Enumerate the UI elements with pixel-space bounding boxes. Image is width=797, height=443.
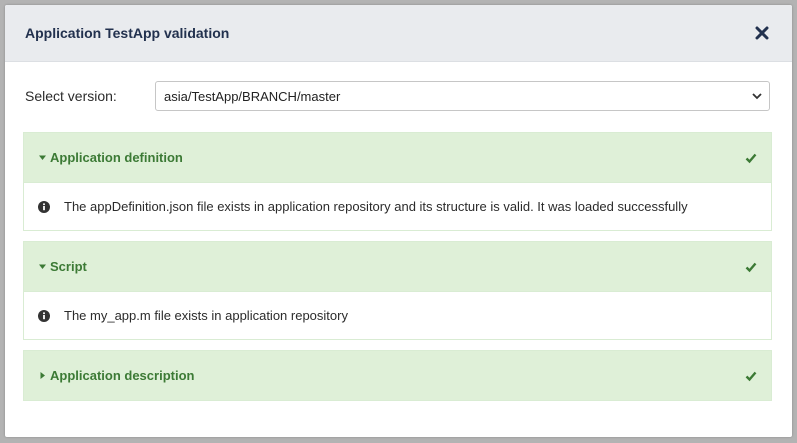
section-message: The my_app.m file exists in application … <box>64 308 348 323</box>
info-icon <box>38 309 50 322</box>
version-row: Select version: asia/TestApp/BRANCH/mast… <box>25 81 772 111</box>
dialog-title: Application TestApp validation <box>25 25 230 41</box>
section-title: Application description <box>50 368 195 383</box>
section-body: The my_app.m file exists in application … <box>24 291 771 339</box>
section-application-description: Application description <box>23 350 772 401</box>
close-icon <box>755 26 769 40</box>
version-label: Select version: <box>25 88 117 104</box>
section-title: Script <box>50 259 87 274</box>
section-script: Script The my_app.m file exists in appli… <box>23 241 772 340</box>
close-button[interactable] <box>752 23 772 43</box>
version-select[interactable]: asia/TestApp/BRANCH/master <box>155 81 770 111</box>
check-icon <box>745 371 757 381</box>
check-icon <box>745 153 757 163</box>
section-header-script[interactable]: Script <box>24 242 771 291</box>
dialog-header: Application TestApp validation <box>5 5 792 62</box>
chevron-down-icon <box>752 93 762 100</box>
section-header-application-definition[interactable]: Application definition <box>24 133 771 182</box>
caret-down-icon <box>39 155 46 160</box>
section-title: Application definition <box>50 150 183 165</box>
version-select-value: asia/TestApp/BRANCH/master <box>164 88 341 104</box>
info-icon <box>38 200 50 213</box>
validation-dialog: Application TestApp validation Select ve… <box>5 5 792 437</box>
section-application-definition: Application definition The appDefinition… <box>23 132 772 231</box>
check-icon <box>745 262 757 272</box>
section-message: The appDefinition.json file exists in ap… <box>64 199 688 214</box>
section-header-application-description[interactable]: Application description <box>24 351 771 400</box>
caret-down-icon <box>39 264 46 269</box>
section-body: The appDefinition.json file exists in ap… <box>24 182 771 230</box>
caret-right-icon <box>40 372 45 379</box>
